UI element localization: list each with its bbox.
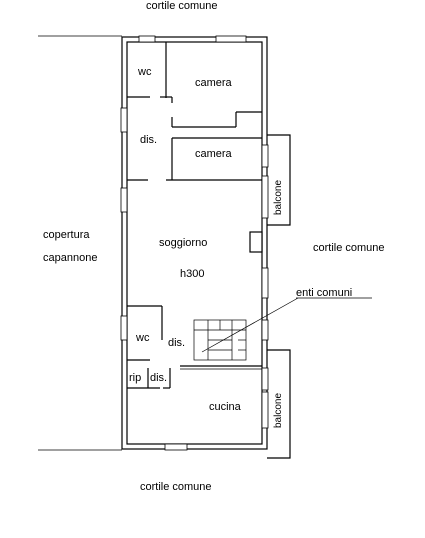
label-dis-2: dis. bbox=[168, 337, 185, 349]
label-capannone: capannone bbox=[43, 252, 97, 264]
label-camera-1: camera bbox=[195, 77, 233, 89]
label-copertura: copertura bbox=[43, 229, 90, 241]
staircase bbox=[193, 319, 247, 361]
label-h300: h300 bbox=[180, 268, 204, 280]
label-cortile-top: cortile comune bbox=[146, 0, 218, 12]
label-camera-2: camera bbox=[195, 148, 233, 160]
window-top-left bbox=[138, 35, 156, 43]
window-right-3 bbox=[261, 267, 269, 299]
label-soggiorno: soggiorno bbox=[159, 237, 207, 249]
inner-wall bbox=[126, 41, 263, 445]
label-rip: rip bbox=[129, 372, 141, 384]
window-bottom bbox=[164, 443, 188, 451]
label-cortile-right: cortile comune bbox=[313, 242, 385, 254]
enti-comuni-leader bbox=[201, 297, 299, 353]
label-balcone-2: balcone bbox=[273, 393, 284, 428]
label-wc-bottom: wc bbox=[135, 332, 150, 344]
window-left-1 bbox=[120, 107, 128, 133]
chimney bbox=[249, 231, 263, 253]
balcone-1-outline bbox=[267, 134, 291, 226]
label-cucina: cucina bbox=[209, 401, 242, 413]
label-cortile-bottom: cortile comune bbox=[140, 481, 212, 493]
window-left-3 bbox=[120, 315, 128, 341]
door-right-2 bbox=[261, 175, 269, 219]
label-dis-1: dis. bbox=[140, 134, 157, 146]
door-right-1 bbox=[261, 144, 269, 168]
door-right-6 bbox=[261, 391, 269, 429]
window-top-right bbox=[215, 35, 247, 43]
window-right-4 bbox=[261, 319, 269, 341]
label-wc-top: wc bbox=[137, 66, 152, 78]
window-left-2 bbox=[120, 187, 128, 213]
label-enti-comuni: enti comuni bbox=[296, 287, 352, 299]
label-dis-3: dis. bbox=[150, 372, 167, 384]
balcone-2-outline bbox=[267, 349, 291, 459]
label-balcone-1: balcone bbox=[273, 180, 284, 215]
door-right-5 bbox=[261, 367, 269, 391]
